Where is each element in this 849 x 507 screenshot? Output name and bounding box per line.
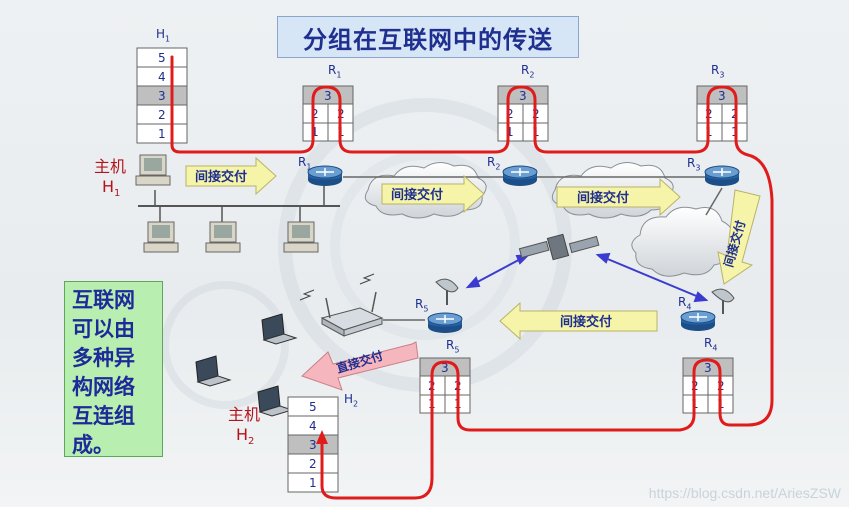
svg-text:3: 3 xyxy=(158,89,166,103)
note-box: 互联网 可以由 多种异 构网络 互连组 成。 xyxy=(64,281,163,457)
router-icon xyxy=(427,312,463,333)
svg-text:1: 1 xyxy=(311,125,319,139)
svg-text:2: 2 xyxy=(506,107,514,121)
svg-text:3: 3 xyxy=(519,89,527,103)
laptop-icon xyxy=(257,385,294,417)
svg-text:5: 5 xyxy=(309,400,317,414)
protocol-stack-r4: 3 2 2 1 1 xyxy=(682,357,734,414)
stack-label-r2: R2 xyxy=(521,63,535,80)
host-h2-label: 主机 H2 xyxy=(228,405,261,448)
svg-text:2: 2 xyxy=(309,457,317,471)
svg-text:5: 5 xyxy=(158,51,166,65)
host-h1-label: 主机 H1 xyxy=(94,157,127,200)
router-label-r2: R2 xyxy=(487,155,501,172)
stack-label-r3: R3 xyxy=(711,63,725,80)
satellite-dish-icon xyxy=(435,278,459,305)
svg-text:间接交付: 间接交付 xyxy=(195,169,247,185)
router-label-r4: R4 xyxy=(678,295,692,312)
protocol-stack-r2: 3 2 2 1 1 xyxy=(497,85,549,142)
router-icon xyxy=(502,165,538,186)
stack-label-r4: R4 xyxy=(704,336,718,353)
svg-text:4: 4 xyxy=(309,419,317,433)
router-icon xyxy=(307,165,343,186)
router-icon xyxy=(680,310,716,331)
svg-text:间接交付: 间接交付 xyxy=(577,190,629,206)
stack-label-h2: H2 xyxy=(344,392,359,409)
computer xyxy=(143,221,179,253)
router-label-r1: R1 xyxy=(298,155,312,172)
ethernet-bus xyxy=(138,186,340,222)
indirect-arrow: 间接交付 xyxy=(499,301,658,341)
laptop-icon xyxy=(261,313,298,345)
svg-text:2: 2 xyxy=(158,108,166,122)
svg-text:间接交付: 间接交付 xyxy=(391,187,443,203)
indirect-arrow: 间接交付 xyxy=(381,174,485,214)
satellite-dish-icon xyxy=(711,288,735,314)
wireless-access-point-icon xyxy=(299,273,384,337)
svg-text:3: 3 xyxy=(309,438,317,452)
router-label-r5: R5 xyxy=(415,297,429,314)
computer xyxy=(205,221,241,253)
indirect-arrow: 间接交付 xyxy=(185,156,277,196)
svg-text:2: 2 xyxy=(311,107,319,121)
stack-label-r1: R1 xyxy=(328,63,342,80)
svg-text:3: 3 xyxy=(441,361,449,375)
watermark: https://blog.csdn.net/AriesZSW xyxy=(648,485,841,501)
svg-text:1: 1 xyxy=(506,125,514,139)
router-label-r3: R3 xyxy=(687,156,701,173)
protocol-stack-r1: 3 2 2 1 1 xyxy=(302,85,354,142)
protocol-stack-h1: 5 4 3 2 1 xyxy=(136,47,188,144)
page-title: 分组在互联网中的传送 xyxy=(277,16,579,58)
stack-label-r5: R5 xyxy=(446,338,460,355)
computer xyxy=(283,221,319,253)
computer-h1 xyxy=(135,154,171,186)
svg-text:间接交付: 间接交付 xyxy=(560,314,612,330)
router-icon xyxy=(704,165,740,186)
satellite-links xyxy=(465,252,709,303)
protocol-stack-h2: 5 4 3 2 1 xyxy=(287,396,339,493)
packet-path xyxy=(170,55,774,500)
svg-text:3: 3 xyxy=(324,89,332,103)
protocol-stack-r3: 3 2 2 1 1 xyxy=(696,85,748,142)
svg-text:1: 1 xyxy=(158,127,166,141)
satellite-icon xyxy=(518,233,600,261)
svg-text:1: 1 xyxy=(309,476,317,490)
protocol-stack-r5: 3 2 2 1 1 xyxy=(419,357,471,414)
indirect-arrow: 间接交付 xyxy=(556,177,681,217)
svg-text:3: 3 xyxy=(718,89,726,103)
svg-text:4: 4 xyxy=(158,70,166,84)
stack-label-h1: H1 xyxy=(156,27,171,44)
links xyxy=(343,176,723,321)
packet-path-arrowhead xyxy=(316,430,328,444)
laptop-icon xyxy=(195,355,232,387)
svg-text:3: 3 xyxy=(704,361,712,375)
